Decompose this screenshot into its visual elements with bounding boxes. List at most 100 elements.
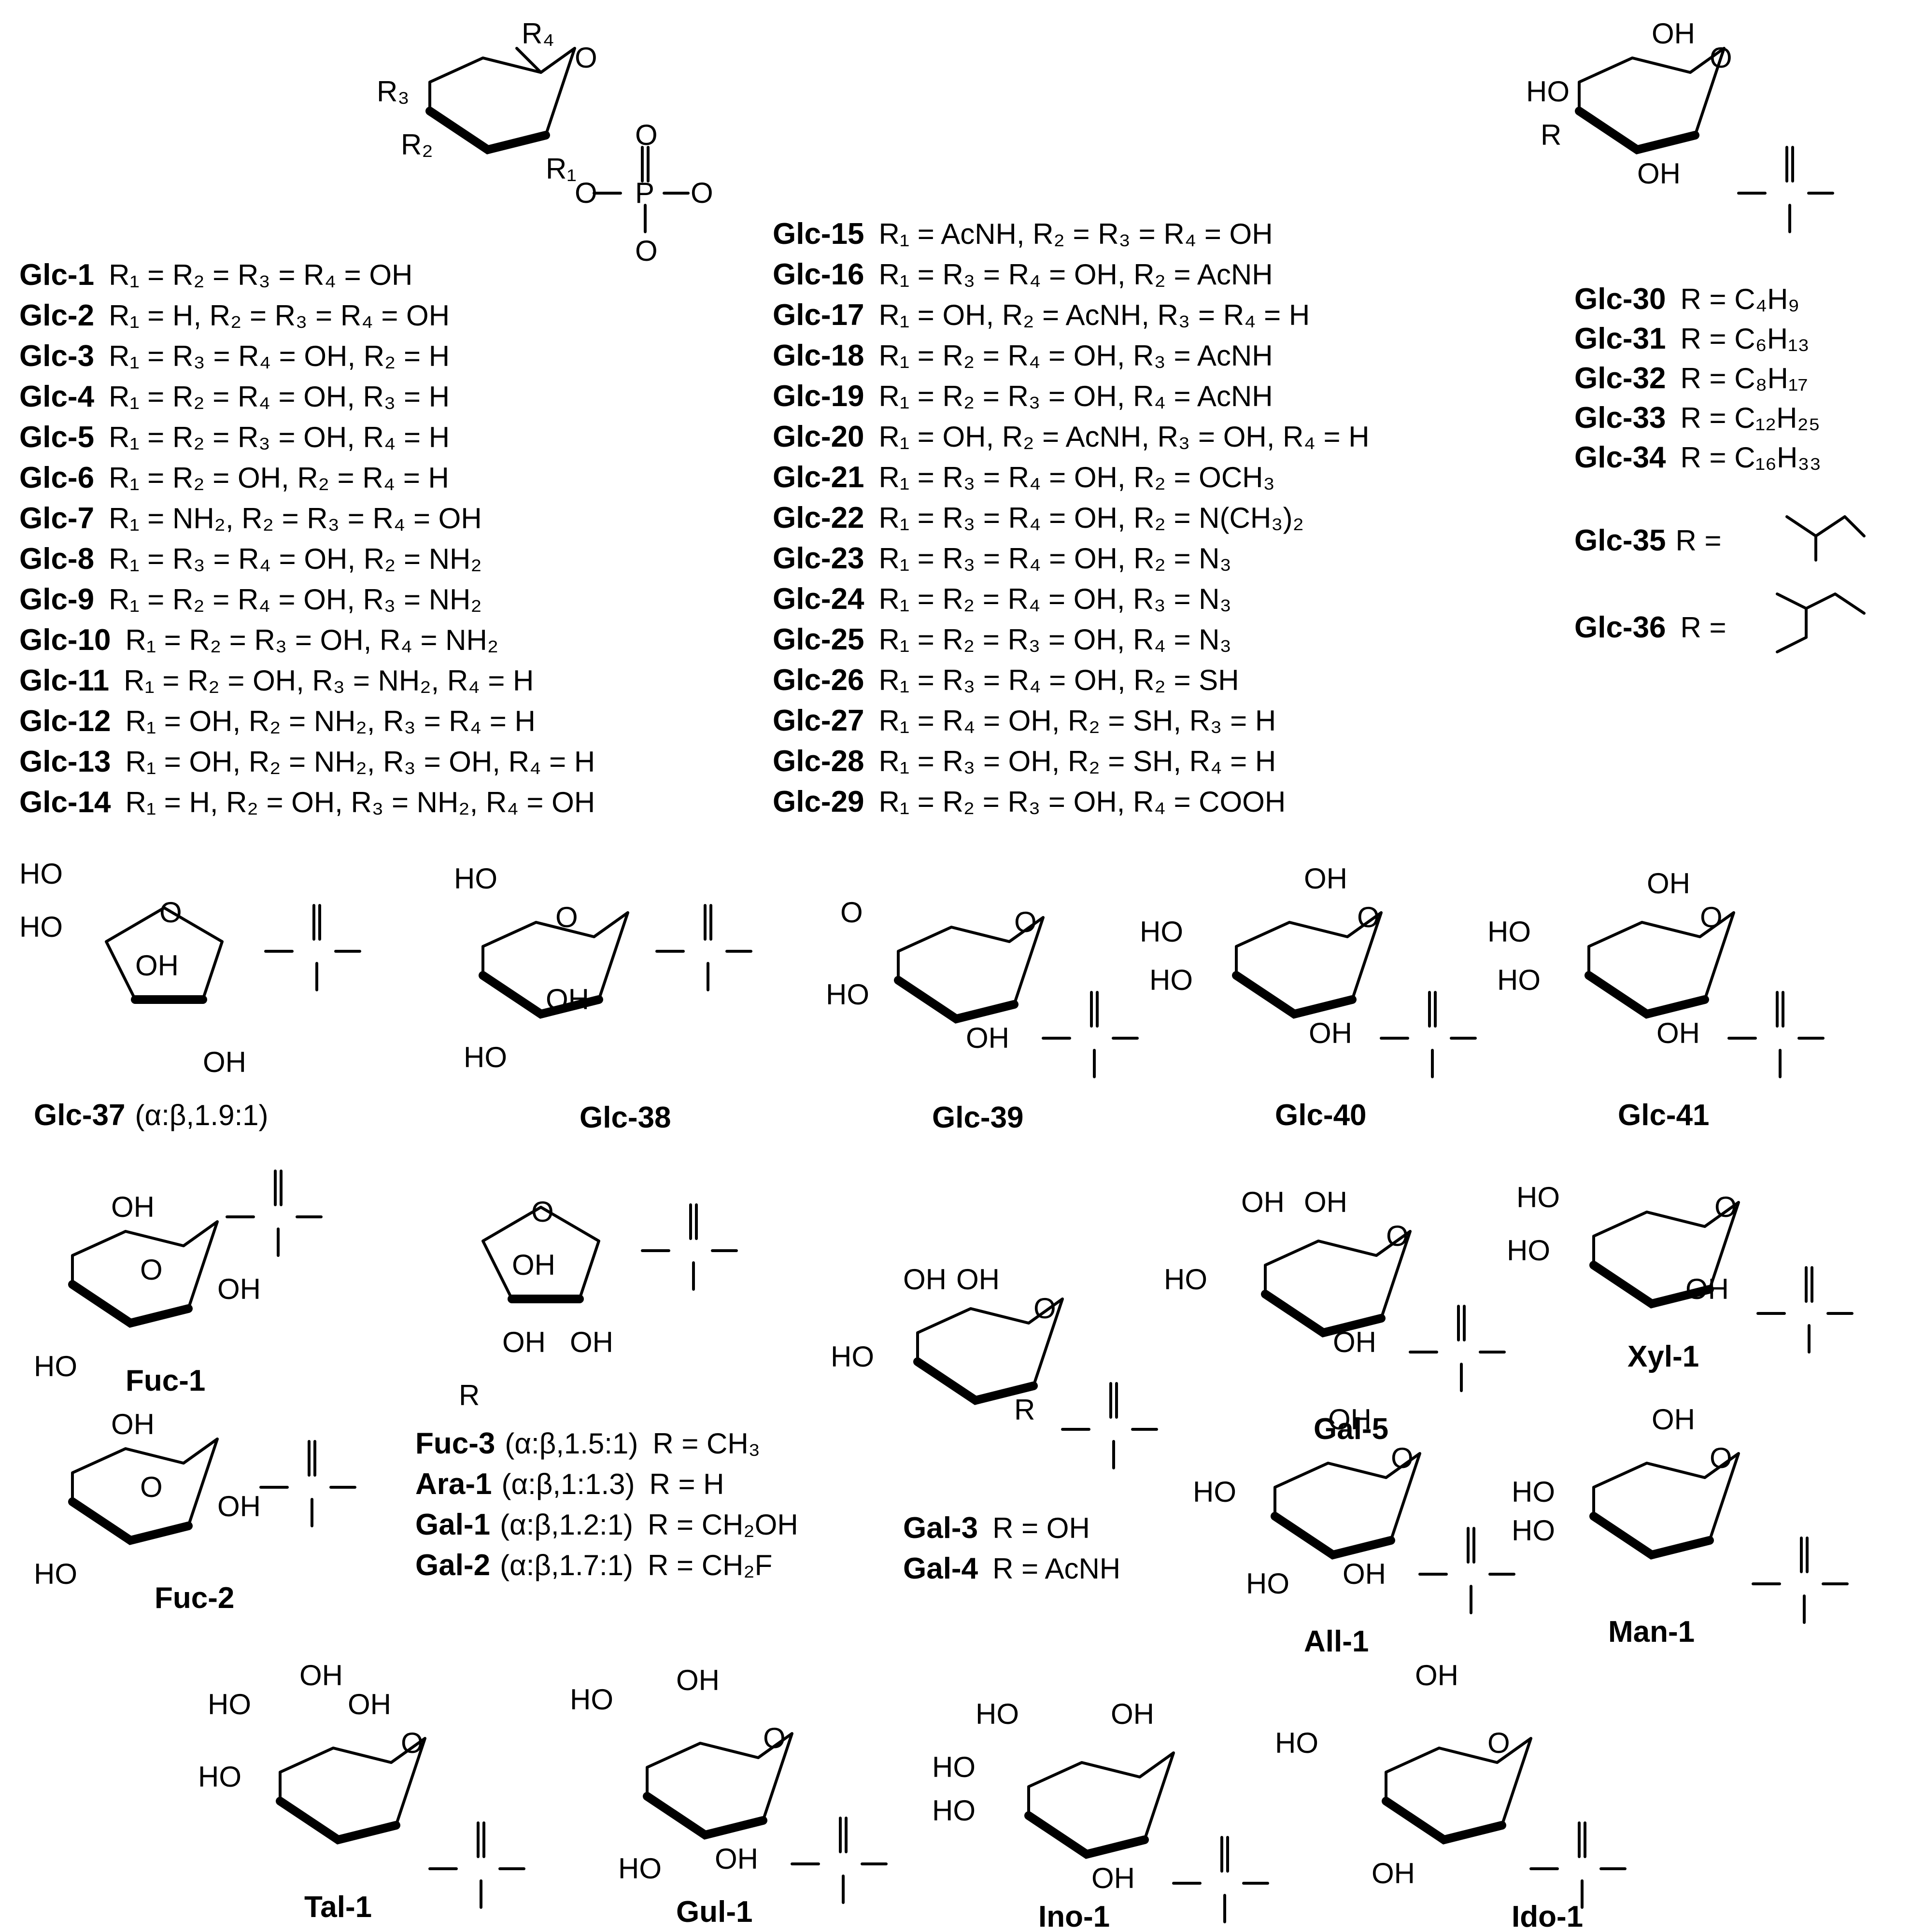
compound-id: Glc-23 <box>773 542 864 575</box>
compound-id: Glc-36 <box>1574 611 1666 644</box>
gul1-structure: HO OH HO OH O <box>570 1664 886 1903</box>
compound-formula: R = CH₃ <box>652 1427 760 1460</box>
compound-formula: R = H <box>649 1468 724 1500</box>
compound-id: Glc-8 <box>19 542 94 576</box>
ho-label: HO <box>464 1041 507 1073</box>
compound-id: Glc-37 <box>34 1099 126 1132</box>
ho-label: HO <box>1140 916 1183 948</box>
glc-row: Glc-3 R₁ = R₃ = R₄ = OH, R₂ = H <box>19 339 450 373</box>
compound-formula: R₁ = R₂ = R₄ = OH, R₃ = NH₂ <box>109 583 482 616</box>
glc38-caption: Glc-38 <box>580 1101 671 1134</box>
compound-formula: R₁ = R₃ = R₄ = OH, R₂ = N₃ <box>879 542 1231 575</box>
alkyl-row: Glc-36 R = <box>1574 611 1726 644</box>
ho-label: HO <box>1193 1476 1236 1508</box>
compound-id: Glc-14 <box>19 786 111 819</box>
r4-label: R₄ <box>522 17 554 50</box>
glc-row: Glc-12 R₁ = OH, R₂ = NH₂, R₃ = R₄ = H <box>19 705 536 738</box>
compound-formula: R = C₈H₁₇ <box>1681 362 1808 395</box>
oh-label: OH <box>217 1490 261 1523</box>
oh-label: OH <box>1241 1186 1285 1218</box>
compound-formula: R₁ = R₂ = R₃ = OH, R₄ = NH₂ <box>126 624 499 656</box>
compound-id: Glc-3 <box>19 339 94 373</box>
compound-formula: R₁ = R₂ = OH, R₂ = R₄ = H <box>109 462 449 494</box>
compound-id: Glc-5 <box>19 421 94 454</box>
furanose-row: Ara-1(α:β,1:1.3)R = H <box>415 1467 724 1501</box>
compound-id: Glc-17 <box>773 298 864 332</box>
anomer-ratio: (α:β,1.5:1) <box>505 1427 638 1460</box>
compound-formula: R = OH <box>992 1512 1090 1544</box>
compound-formula: R = AcNH <box>992 1552 1120 1585</box>
compound-formula: R₁ = OH, R₂ = NH₂, R₃ = R₄ = H <box>126 705 536 737</box>
ring-oxygen: O <box>1487 1727 1510 1759</box>
compound-formula: R₁ = R₂ = R₄ = OH, R₃ = H <box>109 381 450 413</box>
fuc2-caption: Fuc-2 <box>155 1581 234 1615</box>
oh-label: OH <box>1328 1403 1372 1436</box>
isobutyl-sketch <box>1785 515 1866 562</box>
compound-formula: R = C₁₂H₂₅ <box>1681 402 1820 434</box>
p-o-bottom: O <box>635 235 658 267</box>
compound-formula: R₁ = OH, R₂ = AcNH, R₃ = R₄ = H <box>879 299 1310 331</box>
compound-formula: R₁ = R₃ = R₄ = OH, R₂ = N(CH₃)₂ <box>879 502 1304 534</box>
glc38-structure: HO OH HO O <box>454 862 751 1073</box>
alkyl-core-structure: OH HO R O OH <box>1526 17 1833 232</box>
compound-formula: R = <box>1681 611 1726 644</box>
oh-label: OH <box>217 1273 261 1305</box>
glc-row: Glc-23 R₁ = R₃ = R₄ = OH, R₂ = N₃ <box>773 542 1231 575</box>
ring-oxygen: O <box>1710 1442 1732 1474</box>
compound-formula: R₁ = R₂ = R₃ = OH, R₄ = AcNH <box>879 380 1273 412</box>
compound-id: Glc-29 <box>773 785 864 818</box>
oh-label: OH <box>1343 1558 1386 1590</box>
oh-label: OH <box>135 949 179 982</box>
compound-id: Glc-35 <box>1574 524 1666 557</box>
ino1-structure: HO OH HO HO OH <box>932 1698 1268 1922</box>
man1-caption: Man-1 <box>1608 1615 1695 1649</box>
ho-label: HO <box>34 1350 77 1382</box>
r3-label: R₃ <box>377 75 410 108</box>
ho-label: HO <box>1526 75 1570 108</box>
ho-label: HO <box>570 1683 613 1716</box>
furanose-row: Gal-1(α:β,1.2:1)R = CH₂OH <box>415 1508 798 1541</box>
ho-label: HO <box>198 1761 241 1793</box>
oh-label: OH <box>1652 1403 1695 1436</box>
ho-label: HO <box>34 1558 77 1590</box>
xyl1-caption: Xyl-1 <box>1627 1340 1699 1373</box>
compound-formula: R₁ = R₃ = R₄ = OH, R₂ = H <box>109 340 450 372</box>
fuc1-structure: OH OH HO O <box>34 1171 321 1382</box>
compound-id: Glc-27 <box>773 704 864 737</box>
core-glucose-structure: R₄ R₃ R₂ R₁ O O P O O O <box>377 17 713 267</box>
compound-id: Glc-7 <box>19 502 94 535</box>
ho-label: HO <box>19 911 63 943</box>
ho-label: HO <box>454 862 497 895</box>
compound-id: Fuc-3 <box>415 1427 495 1460</box>
compound-formula: R₁ = R₂ = R₃ = OH, R₄ = H <box>109 421 450 453</box>
ring-oxygen: O <box>159 896 182 929</box>
compound-id: Glc-9 <box>19 583 94 616</box>
glc39-caption: Glc-39 <box>932 1101 1024 1134</box>
compound-formula: R₁ = H, R₂ = OH, R₃ = NH₂, R₄ = OH <box>126 786 595 818</box>
tal1-structure: HO OH OH HO O <box>198 1659 524 1907</box>
compound-formula: R₁ = R₃ = R₄ = OH, R₂ = NH₂ <box>109 543 482 575</box>
oh-label: OH <box>1304 862 1347 895</box>
compound-id: Glc-12 <box>19 705 111 738</box>
ho-label: HO <box>19 858 63 890</box>
ho-label: HO <box>1512 1476 1555 1508</box>
man1-structure: OH HO HO O <box>1512 1403 1847 1622</box>
ring-oxygen: O <box>763 1722 786 1754</box>
compound-formula: R₁ = H, R₂ = R₃ = R₄ = OH <box>109 299 450 332</box>
glc37-structure: HO HO OH OH O <box>19 858 360 1078</box>
compound-formula: R₁ = R₃ = R₄ = OH, R₂ = OCH₃ <box>879 461 1275 494</box>
ido1-structure: OH HO OH O <box>1275 1659 1625 1907</box>
compound-id: Gal-4 <box>903 1552 978 1585</box>
ring-oxygen: O <box>1710 42 1732 74</box>
ho-label: HO <box>976 1698 1019 1730</box>
compound-formula: R₁ = R₃ = OH, R₂ = SH, R₄ = H <box>879 745 1276 777</box>
